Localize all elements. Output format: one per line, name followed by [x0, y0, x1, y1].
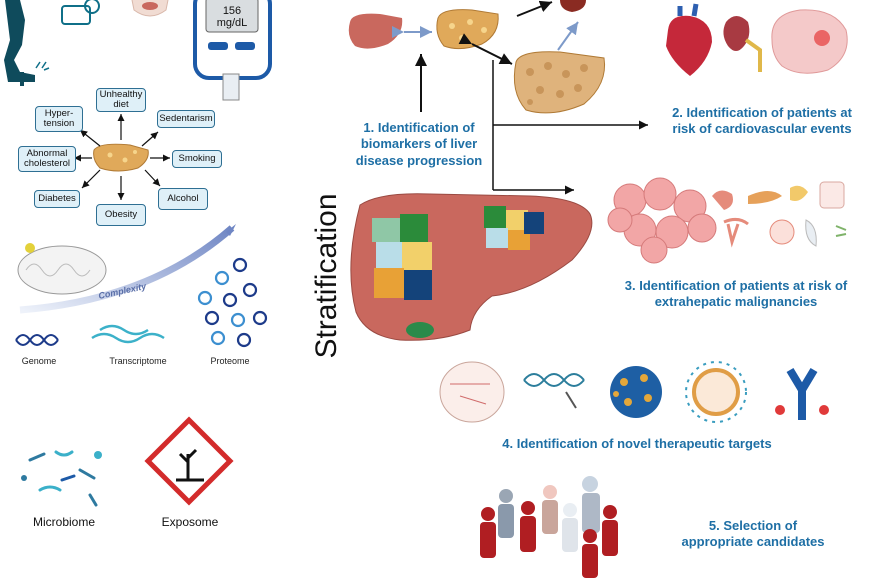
- sedentarism-box: Sedentarism: [157, 110, 215, 128]
- unhealthy-diet-box: Unhealthy diet: [96, 88, 146, 112]
- protein-cluster-icon: [197, 257, 268, 348]
- stratification-label: Stratification: [310, 193, 343, 359]
- extrahepatic-organs-icons: [712, 181, 847, 248]
- glucometer-reading: 156 mg/dL: [206, 5, 258, 29]
- transcriptome-label: Transcriptome: [109, 356, 167, 366]
- cirrhotic-liver-icon: [513, 51, 606, 114]
- heart-icon: [666, 3, 712, 76]
- hazard-sign-icon: [144, 416, 234, 506]
- fatty-liver-hub: [93, 143, 149, 172]
- abnormal-cholesterol-box: Abnormal cholesterol: [18, 146, 76, 172]
- glucose-unit: mg/dL: [216, 17, 248, 30]
- rna-icon: [91, 324, 165, 344]
- torso-icon: [131, 0, 169, 17]
- tumor-icon: [560, 0, 586, 12]
- branch-lines: [492, 60, 648, 195]
- step-3-label: 3. Identification of patients at risk of…: [624, 278, 848, 310]
- sedentary-person-icon: [4, 0, 50, 86]
- brain-icon: [771, 9, 848, 74]
- progression-arrows: [415, 0, 553, 112]
- smoking-box: Smoking: [172, 150, 222, 168]
- step-1-label: 1. Identification of biomarkers of liver…: [355, 120, 483, 168]
- steatotic-liver-icon: [436, 9, 499, 50]
- healthy-liver-icon: [348, 13, 403, 49]
- glucometer-icon: [193, 0, 272, 101]
- patient-population-icon: [480, 476, 618, 578]
- tumor-cells-icon: [607, 177, 717, 264]
- complexity-arrow: [19, 225, 235, 314]
- liposome-icon: [685, 361, 747, 423]
- crispr-dna-icon: [523, 373, 585, 409]
- blood-pressure-icon: [61, 0, 100, 25]
- dna-icon: [15, 334, 59, 346]
- microbiome-icon: [21, 450, 102, 507]
- step-5-label: 5. Selection of appropriate candidates: [681, 518, 825, 550]
- diabetes-box: Diabetes: [34, 190, 80, 208]
- antibody-icon: [775, 367, 829, 420]
- step-4-label: 4. Identification of novel therapeutic t…: [502, 436, 772, 451]
- puzzle-liver: [350, 193, 593, 341]
- mitochondrion-icon: [17, 243, 107, 295]
- alcohol-box: Alcohol: [158, 188, 208, 210]
- step-2-label: 2. Identification of patients at risk of…: [672, 105, 852, 137]
- genome-label: Genome: [21, 356, 57, 366]
- hypertension-box: Hyper- tension: [35, 106, 83, 132]
- glucose-value: 156: [222, 5, 242, 17]
- obesity-box: Obesity: [96, 204, 146, 226]
- cell-signaling-icon: [439, 361, 505, 423]
- tumor-arrow: [557, 21, 579, 51]
- proteome-label: Proteome: [210, 356, 250, 366]
- kidney-icon: [723, 16, 762, 72]
- exposome-label: Exposome: [161, 515, 219, 529]
- microbiome-label: Microbiome: [32, 515, 95, 529]
- risk-factor-arrows: [74, 114, 170, 200]
- nanoparticle-icon: [610, 366, 662, 418]
